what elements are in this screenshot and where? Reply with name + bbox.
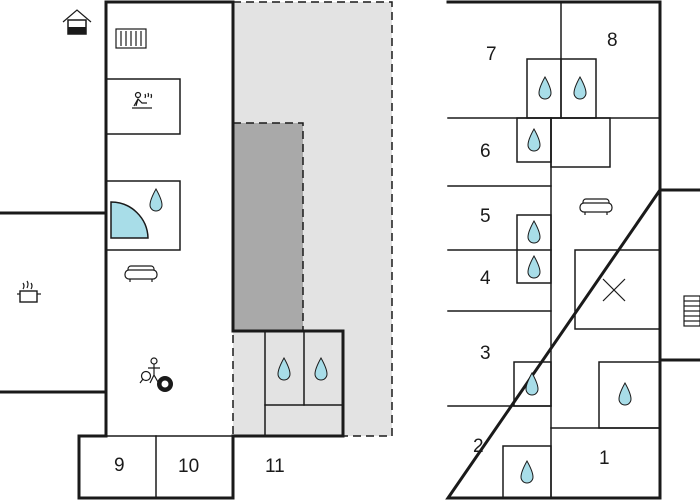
room-number-6: 6 bbox=[480, 141, 491, 162]
right-outer-wall bbox=[445, 0, 700, 500]
shower-drop-icon bbox=[314, 356, 328, 381]
room-number-1: 1 bbox=[599, 448, 610, 469]
terrace-dark bbox=[232, 122, 304, 332]
staircase-cross-icon bbox=[602, 278, 626, 302]
left-corridor-wall bbox=[0, 0, 108, 215]
sauna-icon bbox=[132, 91, 153, 109]
table-tennis-icon bbox=[139, 357, 160, 384]
room-number-9: 9 bbox=[114, 455, 125, 476]
radiator-icon bbox=[115, 28, 147, 49]
bath-5-4 bbox=[516, 214, 552, 284]
shower-drop-icon bbox=[618, 381, 632, 406]
shower-drop-icon bbox=[520, 459, 534, 484]
shower-drop-icon bbox=[525, 371, 539, 396]
shower-drop-icon bbox=[573, 75, 587, 100]
room-number-8: 8 bbox=[607, 30, 618, 51]
room-number-3: 3 bbox=[480, 343, 491, 364]
sofa-icon bbox=[124, 265, 158, 282]
whirlpool-icon bbox=[110, 201, 149, 239]
room-number-11: 11 bbox=[265, 456, 285, 477]
shower-drop-icon bbox=[527, 127, 541, 152]
shower-drop-icon bbox=[527, 254, 541, 279]
house-icon bbox=[62, 9, 92, 35]
shower-drop-icon bbox=[277, 356, 291, 381]
left-floor: 9 10 11 bbox=[0, 0, 393, 500]
shower-drop-icon bbox=[527, 219, 541, 244]
sofa-icon bbox=[579, 198, 613, 215]
room-number-5: 5 bbox=[480, 206, 491, 227]
billiard-ball-icon bbox=[157, 376, 173, 392]
storage-box bbox=[550, 117, 611, 168]
bath-2 bbox=[502, 445, 552, 499]
room-number-10: 10 bbox=[178, 456, 199, 477]
room-number-2: 2 bbox=[473, 436, 484, 457]
kitchen-pot-icon bbox=[17, 280, 41, 303]
staircase bbox=[574, 249, 661, 330]
sauna-room bbox=[105, 78, 181, 135]
room-number-7: 7 bbox=[486, 44, 497, 65]
room-number-4: 4 bbox=[480, 268, 491, 289]
right-floor: 7 8 6 5 4 3 2 1 bbox=[445, 0, 700, 500]
whirlpool-room bbox=[105, 180, 181, 251]
shower-drop-icon bbox=[538, 75, 552, 100]
shower-drop-icon bbox=[149, 187, 163, 212]
stairs-icon bbox=[683, 295, 700, 327]
